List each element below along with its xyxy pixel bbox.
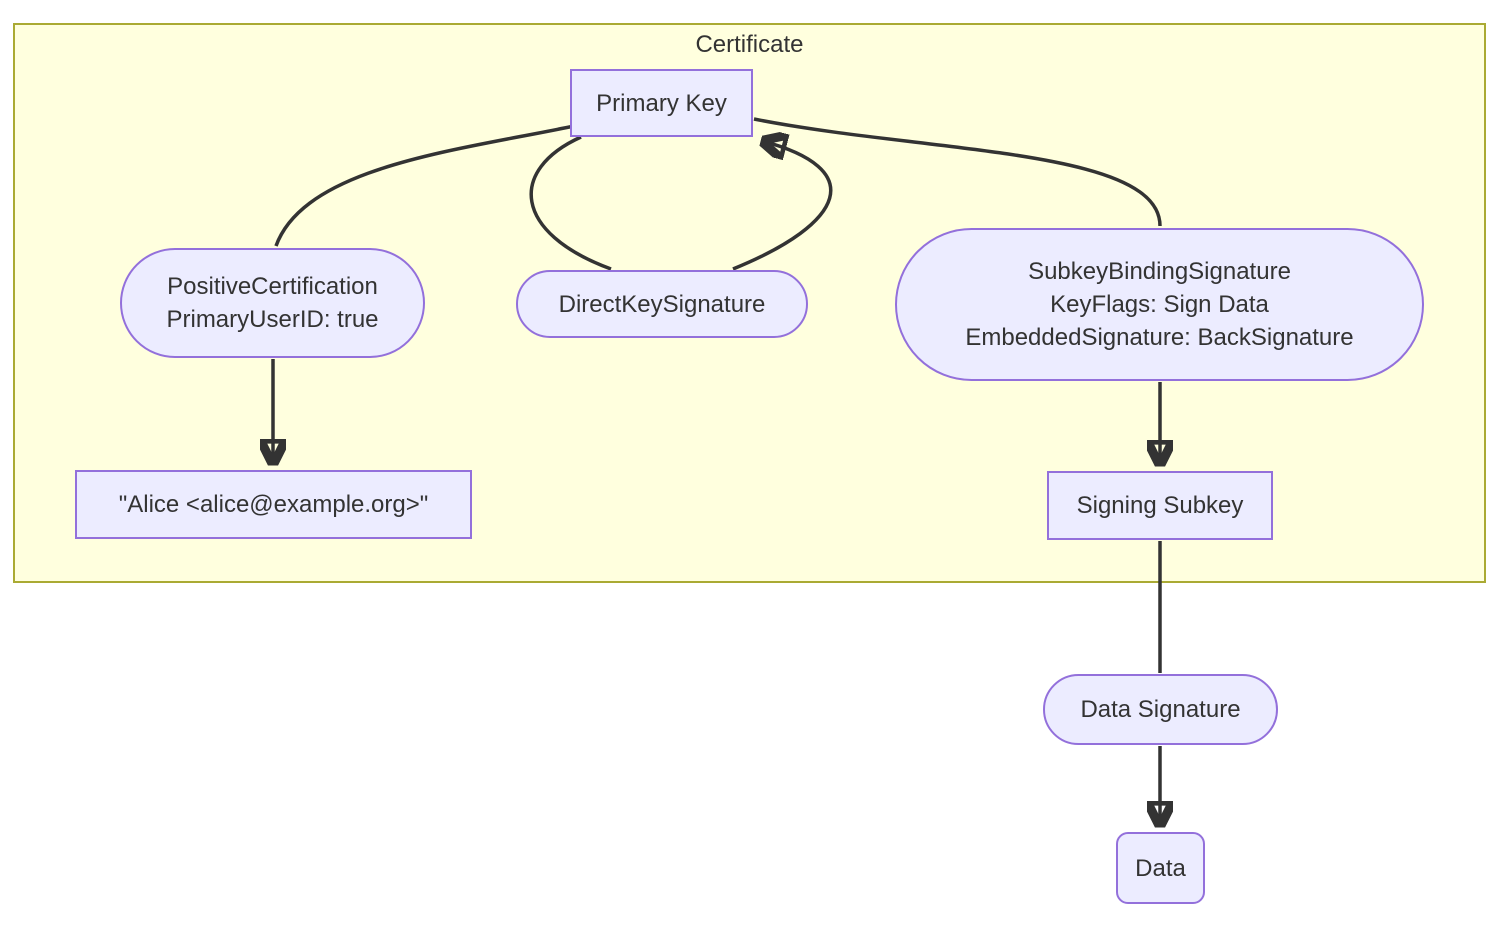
node-primary-key: Primary Key — [570, 69, 753, 137]
node-subkey-binding-signature-line1: SubkeyBindingSignature — [1028, 258, 1291, 285]
certificate-subgraph-title: Certificate — [695, 31, 804, 58]
node-data-signature-label: Data Signature — [1080, 696, 1241, 723]
node-signing-subkey-label: Signing Subkey — [1076, 492, 1244, 519]
node-direct-key-signature: DirectKeySignature — [516, 270, 808, 338]
node-user-id-label: "Alice <alice@example.org>" — [118, 491, 429, 518]
node-signing-subkey: Signing Subkey — [1047, 471, 1273, 540]
node-direct-key-signature-label: DirectKeySignature — [558, 290, 766, 318]
node-positive-certification-line2: PrimaryUserID: true — [166, 306, 379, 333]
node-data-signature: Data Signature — [1043, 674, 1278, 745]
node-primary-key-label: Primary Key — [596, 89, 727, 117]
node-data: Data — [1116, 832, 1205, 904]
node-positive-certification-line1: PositiveCertification — [167, 273, 378, 300]
node-positive-certification: PositiveCertification PrimaryUserID: tru… — [120, 248, 425, 358]
node-subkey-binding-signature-line2: KeyFlags: Sign Data — [1050, 291, 1269, 318]
node-user-id: "Alice <alice@example.org>" — [75, 470, 472, 539]
node-subkey-binding-signature: SubkeyBindingSignature KeyFlags: Sign Da… — [895, 228, 1424, 381]
node-data-label: Data — [1135, 854, 1186, 882]
node-subkey-binding-signature-line3: EmbeddedSignature: BackSignature — [965, 324, 1354, 351]
